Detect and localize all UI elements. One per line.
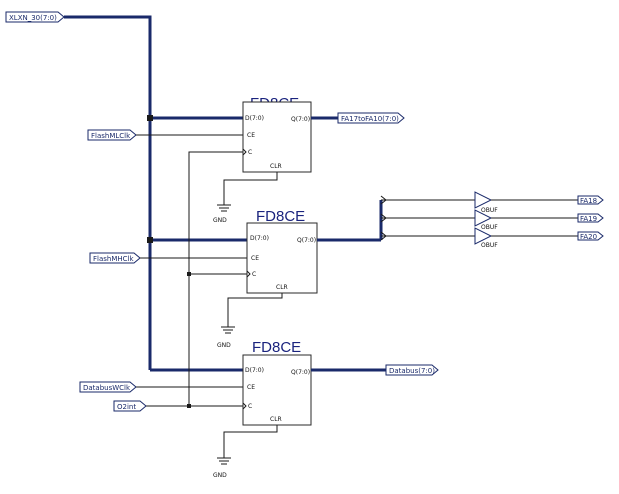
fd8ce-block-1[interactable]: FD8CE D(7:0) Q(7:0) CE C CLR: [242, 95, 312, 173]
fd8ce-block-3-d-pin: D(7:0): [245, 367, 264, 374]
output-fa18[interactable]: FA18: [577, 195, 604, 205]
input-port-xlxn[interactable]: XLXN_30(7:0): [5, 11, 65, 23]
fd8ce-block-2-q-pin: Q(7:0): [297, 237, 316, 244]
output-fa20[interactable]: FA20: [577, 231, 604, 241]
gnd-label-1: GND: [213, 217, 227, 224]
fd8ce-block-2[interactable]: FD8CE D(7:0) Q(7:0) CE C CLR: [246, 208, 318, 294]
fd8ce-block-1-ce-pin: CE: [247, 132, 255, 139]
fd8ce-block-2-c-pin: C: [252, 271, 256, 278]
gnd-label-2: GND: [217, 342, 231, 349]
fd8ce-block-2-ce-pin: CE: [251, 255, 259, 262]
fd8ce-block-1-q-pin: Q(7:0): [291, 116, 310, 123]
input-port-flash-ml-clk-label: FlashMLClk: [91, 132, 131, 140]
input-port-databus-w-clk-label: DatabusWClk: [83, 384, 131, 392]
gnd-label-3: GND: [213, 472, 227, 479]
obuf-output-wires: [491, 199, 578, 237]
input-port-o2int-label: O2int: [117, 403, 136, 411]
output-databus-label: Databus(7:0): [389, 367, 435, 375]
obuf-3-label: OBUF: [481, 242, 498, 249]
fd8ce-block-1-gnd: GND: [213, 172, 278, 224]
output-fa17-fa10-label: FA17toFA10(7:0): [341, 115, 399, 123]
input-port-databus-w-clk[interactable]: DatabusWClk: [79, 381, 137, 393]
input-port-xlxn-label: XLXN_30(7:0): [9, 14, 57, 22]
output-fa19-label: FA19: [580, 215, 597, 223]
obuf-2[interactable]: OBUF: [474, 209, 498, 231]
control-wires: [136, 134, 247, 408]
fd8ce-block-3-gnd: GND: [213, 425, 278, 479]
input-port-flash-mh-clk-label: FlashMHClk: [93, 255, 134, 263]
main-bus: [64, 15, 247, 372]
obuf-1-label: OBUF: [481, 207, 498, 214]
input-port-flash-ml-clk[interactable]: FlashMLClk: [87, 129, 137, 141]
output-fa18-label: FA18: [580, 197, 597, 205]
fd8ce-block-2-title: FD8CE: [256, 208, 305, 225]
input-port-o2int[interactable]: O2int: [113, 400, 147, 412]
output-fa17-fa10[interactable]: FA17toFA10(7:0): [311, 112, 405, 124]
fd8ce-block-1-c-pin: C: [248, 149, 252, 156]
obuf-wiring: [317, 195, 475, 242]
output-databus[interactable]: Databus(7:0): [311, 364, 439, 376]
fd8ce-block-3[interactable]: FD8CE D(7:0) Q(7:0) CE C CLR: [242, 339, 312, 426]
fd8ce-block-1-d-pin: D(7:0): [245, 115, 264, 122]
fd8ce-block-3-clr-pin: CLR: [270, 416, 282, 423]
output-fa19[interactable]: FA19: [577, 213, 604, 223]
fd8ce-block-2-d-pin: D(7:0): [250, 235, 269, 242]
fd8ce-block-3-q-pin: Q(7:0): [291, 369, 310, 376]
obuf-1[interactable]: OBUF: [474, 191, 498, 214]
output-fa20-label: FA20: [580, 233, 597, 241]
fd8ce-block-2-clr-pin: CLR: [276, 284, 288, 291]
input-port-flash-mh-clk[interactable]: FlashMHClk: [89, 252, 141, 264]
fd8ce-block-3-c-pin: C: [248, 403, 252, 410]
fd8ce-block-2-gnd: GND: [217, 293, 283, 349]
fd8ce-block-3-ce-pin: CE: [247, 384, 255, 391]
obuf-2-label: OBUF: [481, 224, 498, 231]
fd8ce-block-1-clr-pin: CLR: [270, 163, 282, 170]
obuf-3[interactable]: OBUF: [474, 227, 498, 249]
fd8ce-block-3-title: FD8CE: [252, 339, 301, 356]
